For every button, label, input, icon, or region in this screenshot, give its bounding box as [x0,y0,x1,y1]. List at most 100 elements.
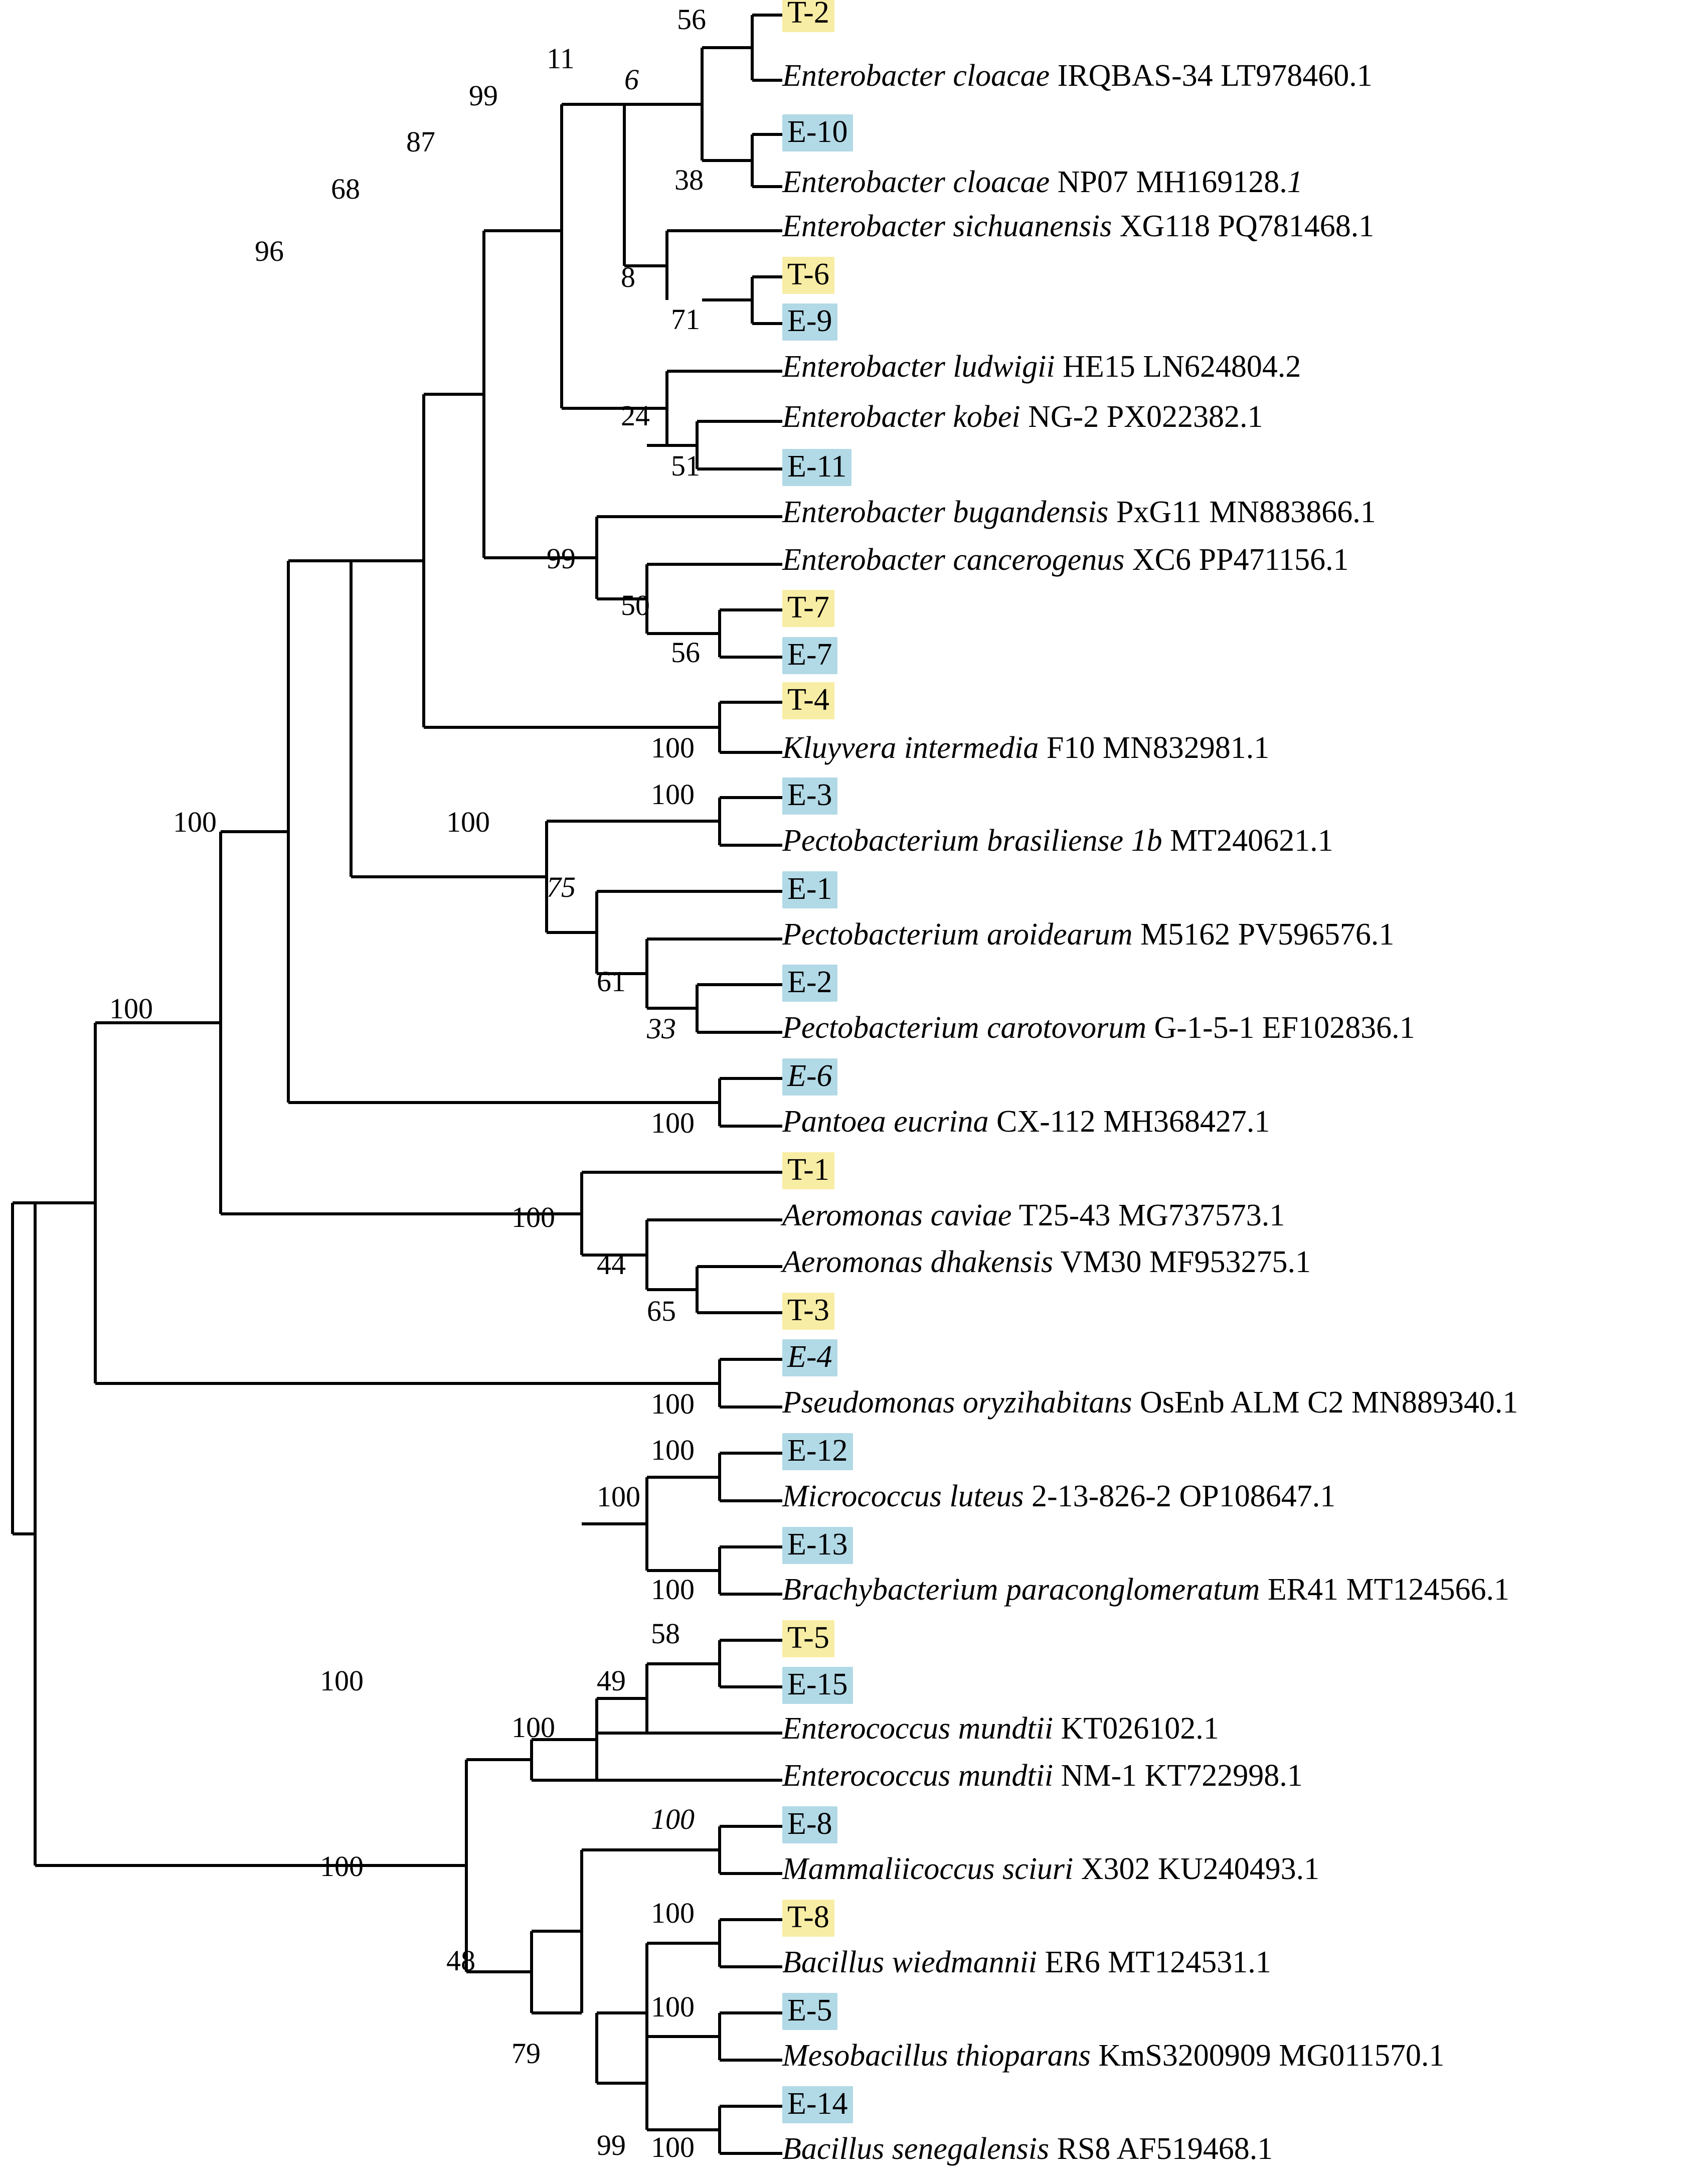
bootstrap-value: 33 [647,1012,676,1045]
bootstrap-value: 61 [597,965,626,998]
leaf-taxon-label: Bacillus wiedmannii ER6 MT124531.1 [782,1947,1271,1978]
strain-accession: X302 KU240493.1 [1081,1852,1320,1886]
strain-accession: VM30 MF953275.1 [1060,1245,1311,1279]
leaf-taxon-label: Bacillus senegalensis RS8 AF519468.1 [782,2133,1273,2164]
isolate-code: E-3 [782,777,837,815]
leaf-taxon-label: Enterobacter ludwigii HE15 LN624804.2 [782,351,1301,382]
bootstrap-value: 48 [446,1944,475,1977]
species-name: Mesobacillus thioparans [782,2039,1091,2073]
strain-accession: KmS3200909 MG011570.1 [1098,2039,1445,2073]
species-name: Kluyvera intermedia [782,731,1039,765]
species-name: Enterococcus mundtii [782,1711,1054,1746]
leaf-taxon-label: Enterococcus mundtii KT026102.1 [782,1713,1219,1744]
strain-accession: IRQBAS-34 LT978460.1 [1057,59,1373,93]
bootstrap-value: 99 [469,79,498,112]
species-name: Enterobacter ludwigii [782,350,1055,384]
leaf-code-label: E-13 [782,1527,853,1564]
strain-accession: PxG11 MN883866.1 [1116,495,1376,529]
species-name: Enterobacter bugandensis [782,495,1109,529]
isolate-code: T-1 [782,1152,834,1189]
bootstrap-value: 8 [621,261,635,293]
leaf-code-label: T-5 [782,1620,834,1657]
species-name: Micrococcus luteus [782,1479,1024,1513]
isolate-code: E-11 [782,449,852,486]
isolate-code: T-8 [782,1900,834,1937]
leaf-taxon-label: Enterobacter kobei NG-2 PX022382.1 [782,401,1263,432]
leaf-taxon-label: Enterobacter bugandensis PxG11 MN883866.… [782,497,1376,528]
bootstrap-value: 24 [621,399,650,432]
species-name: Aeromonas dhakensis [782,1245,1054,1279]
bootstrap-value: 6 [624,63,639,96]
strain-accession: XG118 PQ781468.1 [1119,209,1375,243]
strain-accession: G-1-5-1 EF102836.1 [1154,1011,1415,1045]
leaf-taxon-label: Aeromonas caviae T25-43 MG737573.1 [782,1200,1285,1231]
strain-accession: 2-13-826-2 OP108647.1 [1032,1479,1336,1513]
isolate-code: E-14 [782,2086,853,2123]
strain-accession: KT026102.1 [1061,1711,1219,1746]
isolate-code: E-4 [782,1339,837,1376]
leaf-code-label: E-12 [782,1433,853,1470]
strain-accession: M5162 PV596576.1 [1140,917,1395,952]
bootstrap-value: 99 [547,542,576,575]
leaf-code-label: E-11 [782,449,852,486]
strain-accession: NM-1 KT722998.1 [1061,1759,1303,1793]
leaf-taxon-label: Pantoea eucrina CX-112 MH368427.1 [782,1106,1270,1137]
strain-accession: F10 MN832981.1 [1046,731,1270,765]
strain-accession-tail: 1 [1287,165,1303,199]
leaf-code-label: E-14 [782,2086,853,2123]
bootstrap-value: 49 [597,1664,626,1697]
bootstrap-value: 87 [406,125,435,158]
leaf-code-label: E-2 [782,965,837,1002]
leaf-code-label: E-15 [782,1667,853,1704]
isolate-code: T-2 [782,0,834,32]
species-name: Enterobacter sichuanensis [782,209,1112,243]
bootstrap-value: 38 [674,164,704,196]
bootstrap-value: 100 [651,2131,695,2163]
strain-accession: XC6 PP471156.1 [1132,543,1349,577]
isolate-code: E-2 [782,965,837,1002]
isolate-code: E-10 [782,114,853,151]
isolate-code: E-13 [782,1527,853,1564]
leaf-code-label: E-8 [782,1806,837,1843]
strain-accession: NP07 MH169128. [1057,165,1287,199]
leaf-taxon-label: Aeromonas dhakensis VM30 MF953275.1 [782,1246,1311,1278]
leaf-taxon-label: Mesobacillus thioparans KmS3200909 MG011… [782,2040,1444,2071]
bootstrap-value: 100 [651,1803,695,1835]
bootstrap-value: 100 [651,731,695,764]
bootstrap-value: 99 [597,2129,626,2161]
leaf-taxon-label: Enterobacter cancerogenus XC6 PP471156.1 [782,544,1349,575]
strain-accession: CX-112 MH368427.1 [996,1105,1270,1139]
species-name: Enterobacter cloacae [782,165,1050,199]
leaf-taxon-label: Pectobacterium carotovorum G-1-5-1 EF102… [782,1012,1415,1043]
bootstrap-value: 96 [255,235,284,267]
bootstrap-value: 100 [320,1664,364,1697]
leaf-taxon-label: Enterobacter cloacae IRQBAS-34 LT978460.… [782,60,1373,91]
species-name: Aeromonas caviae [782,1198,1012,1232]
bootstrap-value: 100 [651,778,695,811]
leaf-code-label: E-9 [782,303,837,341]
isolate-code: T-5 [782,1620,834,1657]
leaf-code-label: E-6 [782,1058,837,1096]
leaf-code-label: T-8 [782,1900,834,1937]
species-name: Pectobacterium brasiliense 1b [782,824,1162,858]
leaf-code-label: E-5 [782,1993,837,2030]
bootstrap-value: 51 [671,449,700,482]
leaf-taxon-label: Enterobacter sichuanensis XG118 PQ781468… [782,211,1374,242]
species-name: Enterobacter cloacae [782,59,1050,93]
species-name: Bacillus wiedmannii [782,1945,1038,1979]
bootstrap-value: 44 [597,1248,626,1281]
isolate-code: E-12 [782,1433,853,1470]
leaf-taxon-label: Pectobacterium aroidearum M5162 PV596576… [782,919,1394,950]
bootstrap-value: 100 [173,806,217,838]
leaf-taxon-label: Pectobacterium brasiliense 1b MT240621.1 [782,825,1333,856]
species-name: Brachybacterium paraconglomeratum [782,1573,1260,1607]
bootstrap-value: 50 [621,589,650,621]
isolate-code: E-7 [782,637,837,674]
leaf-code-label: T-3 [782,1293,834,1330]
bootstrap-value: 65 [647,1295,676,1327]
species-name: Enterococcus mundtii [782,1759,1054,1793]
bootstrap-value: 100 [512,1711,555,1744]
strain-accession: RS8 AF519468.1 [1057,2132,1273,2166]
bootstrap-value: 56 [677,3,706,36]
